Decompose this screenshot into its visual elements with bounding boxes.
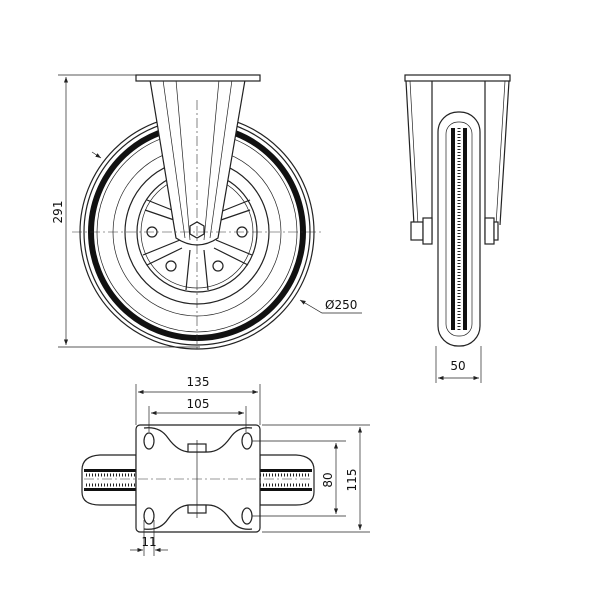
- diameter-dimension-label: Ø250: [325, 298, 357, 312]
- hole-spacing-length-label: 105: [187, 397, 210, 411]
- front-view: 291 Ø250: [51, 74, 362, 352]
- side-view: 50: [404, 74, 511, 383]
- height-dimension-label: 291: [51, 201, 65, 224]
- tire-treads: [84, 469, 312, 491]
- bottom-view: 135 105 115 80 11: [81, 375, 370, 556]
- hole-spacing-width-label: 80: [321, 472, 335, 487]
- hole-diameter-label: 11: [141, 535, 156, 549]
- plate-length-label: 135: [187, 375, 210, 389]
- width-dimension-label: 50: [450, 359, 465, 373]
- top-plate: [135, 74, 261, 82]
- mounting-plate: [135, 424, 261, 533]
- plate-width-label: 115: [345, 469, 359, 492]
- fork-bracket: [149, 79, 246, 246]
